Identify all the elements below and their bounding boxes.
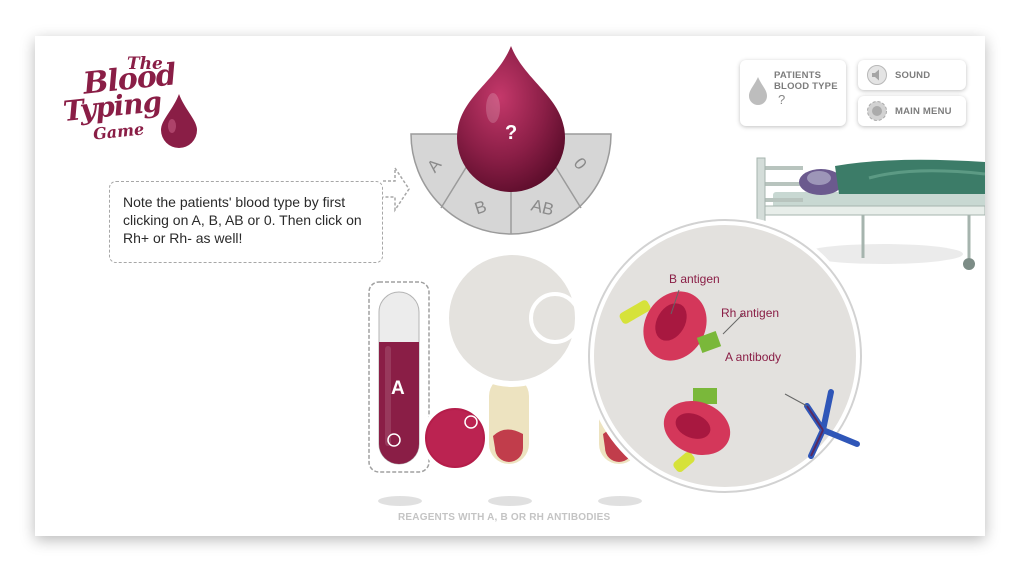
tube-label-a[interactable]: A <box>391 378 405 399</box>
b-antigen-label: B antigen <box>669 272 720 286</box>
speaker-icon <box>867 65 887 85</box>
reagents-caption: REAGENTS WITH A, B OR RH ANTIBODIES <box>398 512 611 523</box>
patient-panel-label-2: BLOOD TYPE <box>774 81 838 92</box>
rh-antigen-label: Rh antigen <box>721 306 780 320</box>
magnified-cell-view <box>584 215 866 497</box>
logo-drop-icon <box>161 94 197 148</box>
sound-button[interactable]: SOUND <box>858 60 966 90</box>
sound-label: SOUND <box>895 70 931 81</box>
instruction-box: Note the patients' blood type by first c… <box>109 181 383 263</box>
instruction-text: Note the patients' blood type by first c… <box>123 194 362 246</box>
gear-icon <box>867 101 887 121</box>
patient-bed-illustration <box>756 157 985 270</box>
logo-text-game: Game <box>92 119 145 144</box>
main-menu-label: MAIN MENU <box>895 106 952 117</box>
game-logo: The Blood Typing Game <box>59 52 199 148</box>
drop-icon <box>749 77 767 105</box>
game-frame: The Blood Typing Game ? A B AB 0 <box>35 36 985 536</box>
blood-type-selector <box>410 46 612 235</box>
patient-panel-label-1: PATIENTS <box>774 70 822 81</box>
selector-center-question: ? <box>505 122 518 144</box>
patient-blood-type-value: ? <box>778 92 786 107</box>
patient-blood-type-panel: PATIENTS BLOOD TYPE ? <box>740 60 846 126</box>
instruction-arrow <box>383 165 410 213</box>
logo-text-the: The <box>127 54 163 74</box>
a-antibody-label: A antibody <box>725 350 782 364</box>
main-menu-button[interactable]: MAIN MENU <box>858 96 966 126</box>
